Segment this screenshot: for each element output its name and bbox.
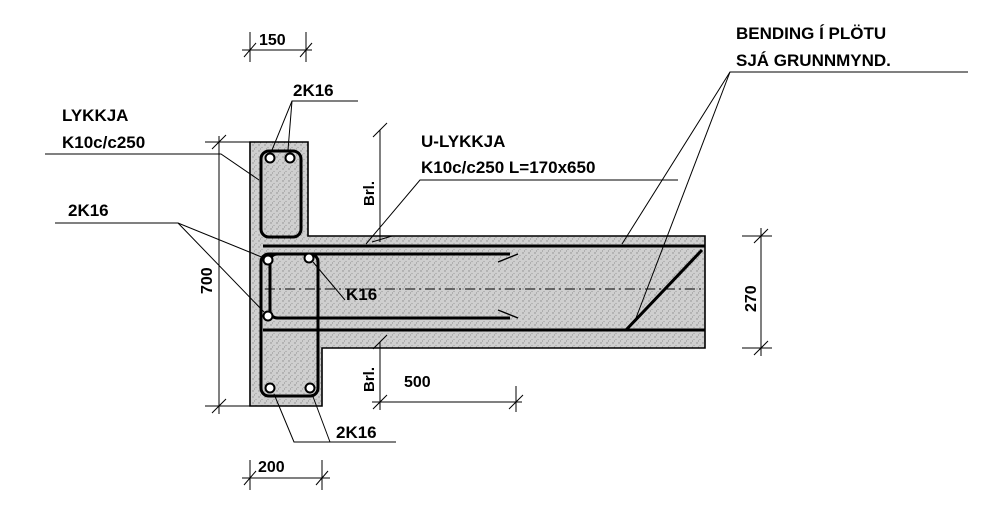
dim-top-width: 150 <box>242 32 313 62</box>
rebar-bottom-right <box>304 382 316 394</box>
label-side-bars: 2K16 <box>68 201 109 220</box>
dim-lap-text: 500 <box>404 374 431 391</box>
leader-side-bars <box>55 222 265 259</box>
dim-lap: 500 <box>372 374 524 412</box>
leader-mid-bar <box>312 261 346 301</box>
dim-slab-thickness: 270 <box>742 228 772 356</box>
label-bottom-bars: 2K16 <box>336 423 377 442</box>
dim-top-width-text: 150 <box>259 32 286 49</box>
label-slab-note-1: BENDING Í PLÖTU <box>736 24 886 43</box>
dim-height: 700 <box>199 134 258 414</box>
label-ubar-spec: K10c/c250 L=170x650 <box>421 158 595 177</box>
stirrup-upper <box>259 149 303 239</box>
leader-side-bars-2 <box>177 222 265 313</box>
leader-top-bars-2 <box>287 100 293 151</box>
rebar-side-top <box>262 254 274 266</box>
leader-slab-note-2 <box>635 71 731 319</box>
dim-bottom-width-text: 200 <box>258 459 285 476</box>
u-bar <box>268 252 510 320</box>
dim-bottom-width: 200 <box>242 459 330 490</box>
label-slab-note-2: SJÁ GRUNNMYND. <box>736 51 891 70</box>
rebar-mid <box>303 252 315 264</box>
u-bar-hook-top <box>497 253 519 263</box>
rebar-top-left <box>264 152 276 164</box>
u-bar-hook-bottom <box>497 309 519 319</box>
concrete-section <box>249 141 706 407</box>
leader-bottom-bars <box>273 393 396 443</box>
leader-ubar <box>365 179 678 245</box>
leader-stirrup <box>45 153 260 181</box>
label-top-bars: 2K16 <box>293 81 334 100</box>
dim-brl-bottom: Brl. <box>361 334 388 410</box>
label-ubar-title: U-LYKKJA <box>421 132 505 151</box>
leader-bottom-bars-2 <box>311 393 331 443</box>
label-stirrup-spec: K10c/c250 <box>62 133 145 152</box>
dim-slab-thickness-text: 270 <box>743 285 760 312</box>
rebar-top-right <box>284 152 296 164</box>
rebar-bottom-left <box>264 382 276 394</box>
dim-brl-top-text: Brl. <box>361 181 378 206</box>
dim-brl-top: Brl. <box>361 122 393 243</box>
slab-bend-bar <box>624 248 704 332</box>
label-stirrup-title: LYKKJA <box>62 106 128 125</box>
rebar-side-bottom <box>262 310 274 322</box>
dim-height-text: 700 <box>199 267 216 294</box>
label-mid-bar: K16 <box>346 285 377 304</box>
dim-brl-bottom-text: Brl. <box>361 367 378 392</box>
